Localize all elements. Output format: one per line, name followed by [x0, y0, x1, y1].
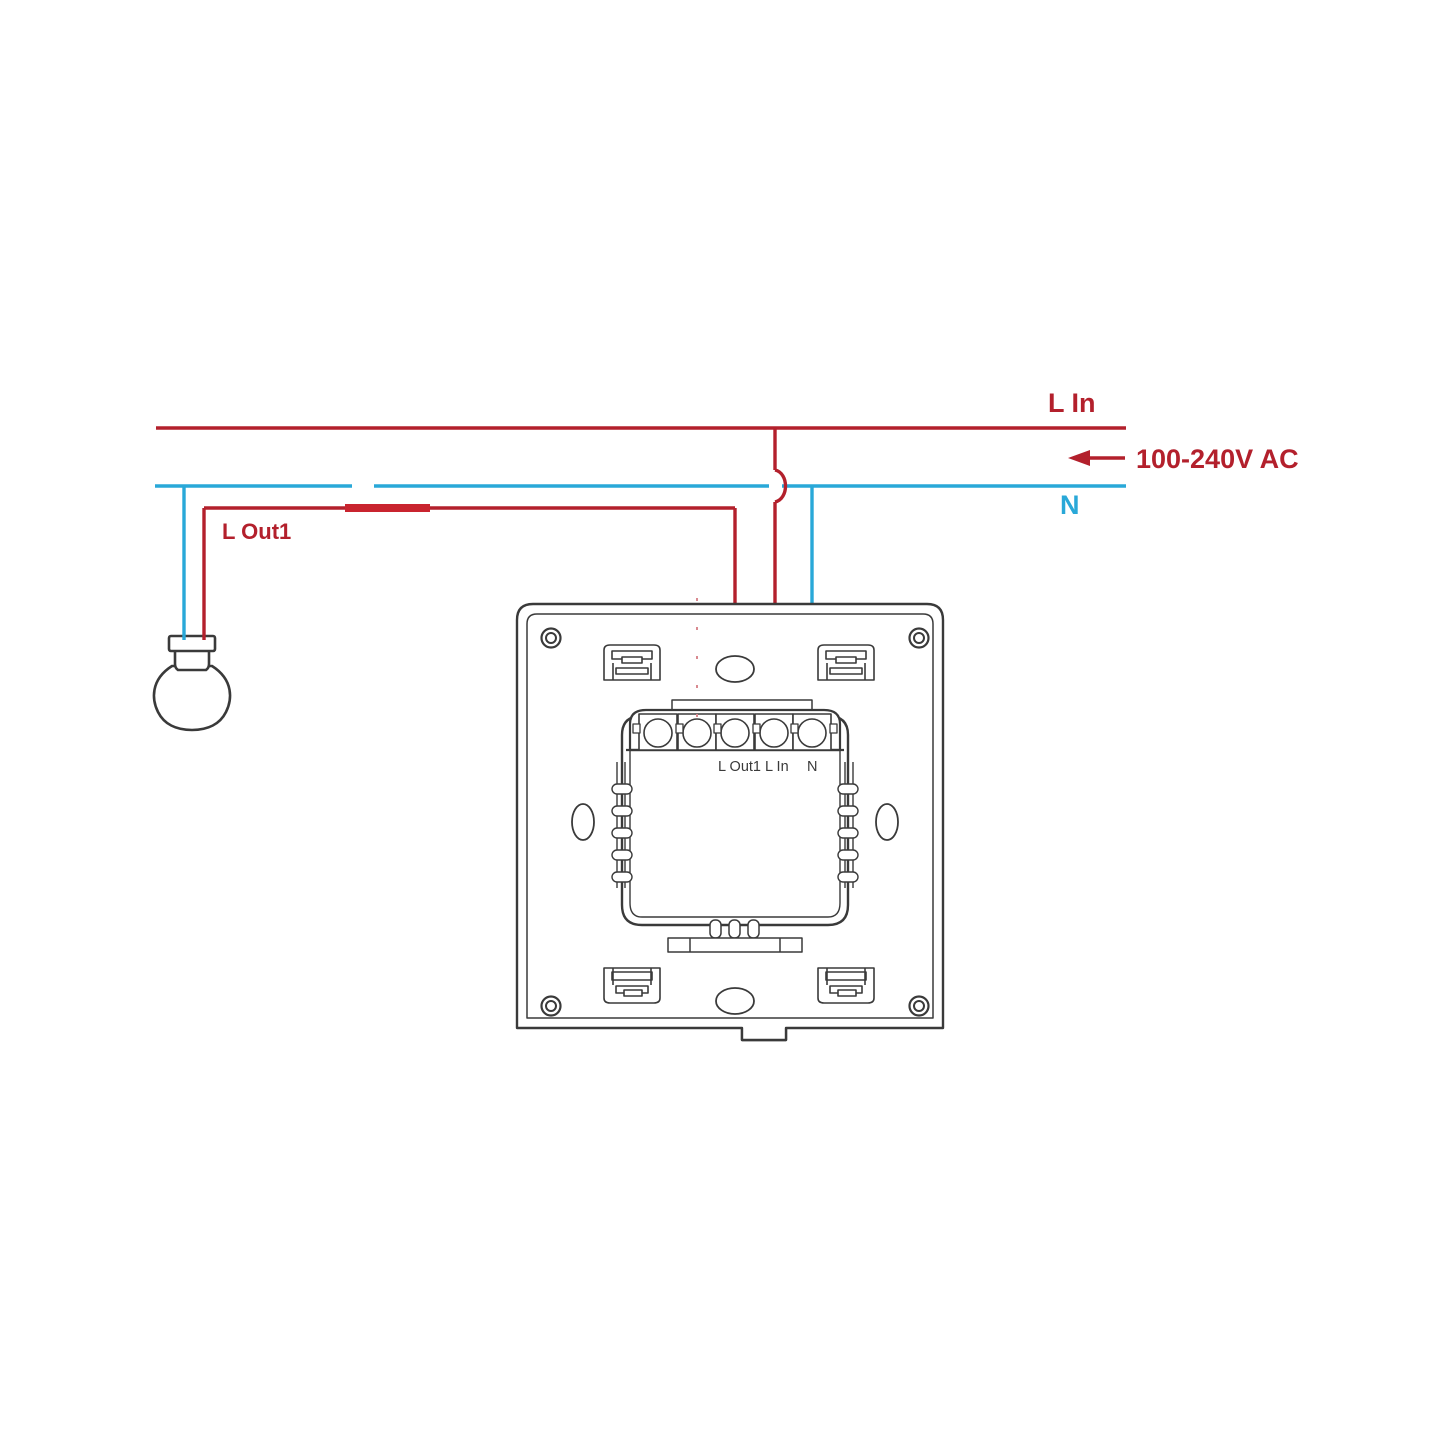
screw-hole-top-right: [908, 627, 930, 649]
backplate-inner-rim: [526, 613, 934, 1019]
module-rail-right: [837, 762, 859, 888]
switch-backplate: [515, 602, 945, 1042]
terminal-block: [626, 699, 844, 752]
label-neutral-supply: N: [1060, 490, 1080, 520]
terminal-cell-2: [677, 713, 717, 751]
module-bottom-connector: [667, 919, 803, 953]
connector-ledge: [667, 937, 803, 953]
terminal-cell-1: [638, 713, 678, 751]
switch-module: [611, 714, 859, 953]
module-rail-left: [611, 762, 633, 888]
arrow-head: [1068, 450, 1090, 466]
supply-direction-arrow: [1068, 450, 1125, 466]
connector-pin-1: [709, 919, 722, 939]
vent-oval-bottom: [715, 987, 755, 1015]
screw-hole-bottom-right: [908, 995, 930, 1017]
rail-teeth-right: [837, 783, 859, 883]
terminal-cells: [638, 713, 832, 751]
side-slot-right: [875, 803, 899, 841]
vent-oval-top: [715, 655, 755, 683]
mounting-clip-top-right: [817, 644, 875, 681]
label-l-out1-wire: L Out1: [222, 519, 291, 544]
mounting-clips: [603, 644, 875, 1004]
backplate-bottom-notch: [740, 1028, 788, 1042]
label-l-in-supply: L In: [1048, 388, 1096, 418]
mounting-clip-top-left: [603, 644, 661, 681]
screw-hole-top-left: [540, 627, 562, 649]
wire-crossover-hop: [774, 468, 788, 504]
connector-pin-3: [747, 919, 760, 939]
screw-hole-bottom-left: [540, 995, 562, 1017]
connector-pin-2: [728, 919, 741, 939]
screw-hole-bottom-right-inner: [913, 1000, 925, 1012]
label-voltage: 100-240V AC: [1136, 444, 1299, 474]
bulb-neck: [173, 648, 211, 672]
side-slot-left: [571, 803, 595, 841]
screw-hole-top-left-inner: [545, 632, 557, 644]
light-bulb: [152, 634, 232, 732]
terminal-cell-5-n: [792, 713, 832, 751]
bulb-cap: [167, 634, 217, 653]
mounting-clip-bottom-left: [603, 967, 661, 1004]
bulb-glass: [152, 664, 232, 732]
screw-hole-bottom-left-inner: [545, 1000, 557, 1012]
mounting-clip-bottom-right: [817, 967, 875, 1004]
terminal-cell-3-l-out1: [715, 713, 755, 751]
terminal-clamp-tabs: [632, 723, 838, 734]
terminal-label-l-in: L In: [765, 759, 789, 775]
corner-screw-holes: [540, 627, 930, 1017]
screw-hole-top-right-inner: [913, 632, 925, 644]
rail-teeth-left: [611, 783, 633, 883]
terminal-label-l-out1: L Out1: [718, 759, 761, 775]
terminal-cell-4-l-in: [754, 713, 794, 751]
terminal-label-n: N: [807, 759, 817, 775]
